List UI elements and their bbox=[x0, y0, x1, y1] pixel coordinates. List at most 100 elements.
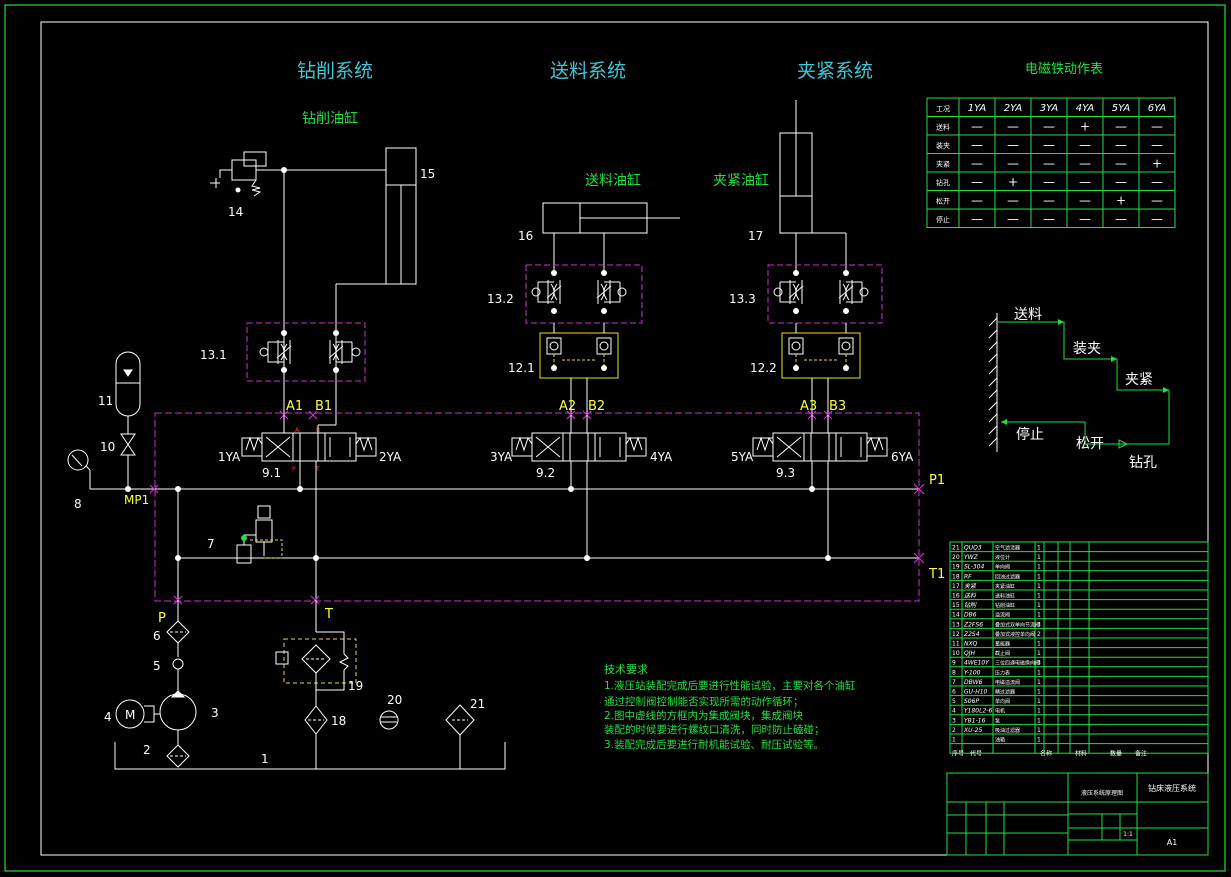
port-t: T bbox=[324, 607, 333, 622]
label-21: 21 bbox=[470, 697, 485, 711]
label-13-2: 13.2 bbox=[487, 292, 514, 306]
parts-no: 14 bbox=[952, 612, 960, 619]
port-b2: B2 bbox=[588, 399, 605, 414]
parts-qty: 3 bbox=[1037, 660, 1041, 667]
label-13-3: 13.3 bbox=[729, 292, 756, 306]
parts-code: YB1-16 bbox=[964, 717, 986, 724]
directional-valve-9-1: A B P T bbox=[241, 427, 377, 473]
label-9-2: 9.2 bbox=[536, 466, 555, 480]
parts-name: 精过滤器 bbox=[995, 688, 1015, 695]
parts-header: 数量 bbox=[1110, 749, 1122, 757]
table-cell: — bbox=[1043, 119, 1055, 133]
table-header: 4YA bbox=[1076, 103, 1095, 114]
parts-qty: 1 bbox=[1037, 698, 1041, 705]
drilling-system-title: 钻削系统 bbox=[297, 60, 373, 82]
cycle-diagram bbox=[988, 313, 1170, 452]
clamp-cylinder-label: 夹紧油缸 bbox=[713, 172, 769, 189]
parts-qty: 1 bbox=[1037, 669, 1041, 676]
junction-dots bbox=[125, 486, 831, 561]
table-cell: — bbox=[1043, 175, 1055, 189]
parts-code: 4WE10Y bbox=[964, 660, 990, 667]
label-13-1: 13.1 bbox=[200, 348, 227, 362]
label-10: 10 bbox=[100, 440, 115, 454]
table-cell: — bbox=[971, 156, 983, 170]
parts-code: Y180L2-6 bbox=[964, 708, 992, 715]
parts-no: 11 bbox=[952, 640, 960, 647]
table-cell: — bbox=[971, 193, 983, 207]
table-step: 停止 bbox=[936, 215, 950, 224]
parts-name: 蓄能器 bbox=[995, 640, 1010, 647]
manifold-block bbox=[154, 412, 920, 602]
port-b1: B1 bbox=[315, 399, 332, 414]
sheet-size: A1 bbox=[1167, 838, 1178, 847]
table-step: 钻孔 bbox=[936, 178, 950, 187]
table-step: 夹紧 bbox=[936, 159, 950, 168]
parts-name: 吸油过滤器 bbox=[995, 727, 1020, 734]
table-cell: — bbox=[971, 119, 983, 133]
label-18: 18 bbox=[331, 714, 346, 728]
parts-code: Z2FS6 bbox=[963, 621, 983, 628]
parts-code: RF bbox=[964, 573, 972, 580]
parts-no: 20 bbox=[952, 554, 960, 561]
parts-qty: 1 bbox=[1037, 717, 1041, 724]
label-16: 16 bbox=[518, 229, 533, 243]
throttle-block-13-1 bbox=[246, 322, 366, 382]
parts-code: NXQ bbox=[964, 640, 978, 647]
parts-header: 代号 bbox=[970, 749, 982, 757]
parts-code: 钻削 bbox=[964, 601, 977, 609]
return-filter-group bbox=[275, 600, 357, 769]
parts-qty: 1 bbox=[1037, 602, 1041, 609]
pump-group bbox=[114, 600, 506, 770]
directional-valve-9-3 bbox=[752, 432, 888, 462]
parts-header: 序号 bbox=[952, 749, 964, 757]
parts-qty: 1 bbox=[1037, 592, 1041, 599]
parts-no: 12 bbox=[952, 631, 960, 638]
cycle-step-1: 送料 bbox=[1014, 307, 1042, 323]
block-crosses bbox=[149, 483, 925, 605]
parts-no: 18 bbox=[952, 573, 960, 580]
parts-qty: 1 bbox=[1037, 612, 1041, 619]
port-p1: P1 bbox=[929, 473, 945, 488]
drawing-name: 液压系统原理图 bbox=[1081, 789, 1123, 797]
table-cell: — bbox=[1151, 212, 1163, 226]
label-19: 19 bbox=[348, 679, 363, 693]
parts-qty: 1 bbox=[1037, 640, 1041, 647]
parts-qty: 1 bbox=[1037, 544, 1041, 551]
svg-text:A: A bbox=[295, 427, 300, 434]
table-cell: — bbox=[1043, 138, 1055, 152]
label-11: 11 bbox=[98, 394, 113, 408]
tech-req-line-3: 2.图中虚线的方框内为集成阀块，集成阀块 bbox=[604, 709, 804, 722]
label-17: 17 bbox=[748, 229, 763, 243]
parts-qty: 1 bbox=[1037, 688, 1041, 695]
table-cell: — bbox=[971, 175, 983, 189]
relief-valve-7 bbox=[178, 505, 283, 564]
label-9-1: 9.1 bbox=[262, 466, 281, 480]
table-cell: + bbox=[1152, 156, 1162, 170]
parts-no: 4 bbox=[952, 708, 956, 715]
table-step: 送料 bbox=[936, 122, 950, 131]
table-cell: — bbox=[1151, 193, 1163, 207]
port-a3: A3 bbox=[800, 399, 817, 414]
parts-qty: 1 bbox=[1037, 650, 1041, 657]
parts-no: 7 bbox=[952, 679, 956, 686]
inner-border bbox=[40, 21, 1209, 856]
table-cell: + bbox=[1116, 193, 1126, 207]
port-a2: A2 bbox=[559, 399, 576, 414]
label-12-2: 12.2 bbox=[750, 361, 777, 375]
drilling-cylinder-label: 钻削油缸 bbox=[302, 110, 358, 127]
svg-text:P: P bbox=[292, 466, 296, 473]
drilling-cylinder-15 bbox=[336, 147, 417, 285]
table-cell: — bbox=[1151, 119, 1163, 133]
parts-code: DB6 bbox=[964, 612, 977, 619]
parts-code: SL-304 bbox=[964, 564, 984, 571]
table-header: 5YA bbox=[1112, 103, 1131, 114]
parts-name: 夹紧油缸 bbox=[995, 583, 1015, 590]
table-cell: — bbox=[1151, 138, 1163, 152]
table-cell: — bbox=[1151, 175, 1163, 189]
label-1: 1 bbox=[261, 752, 269, 766]
feed-cylinder-label: 送料油缸 bbox=[585, 172, 641, 189]
parts-no: 6 bbox=[952, 688, 956, 695]
label-15: 15 bbox=[420, 167, 435, 181]
clamp-cylinder-17 bbox=[779, 100, 847, 270]
